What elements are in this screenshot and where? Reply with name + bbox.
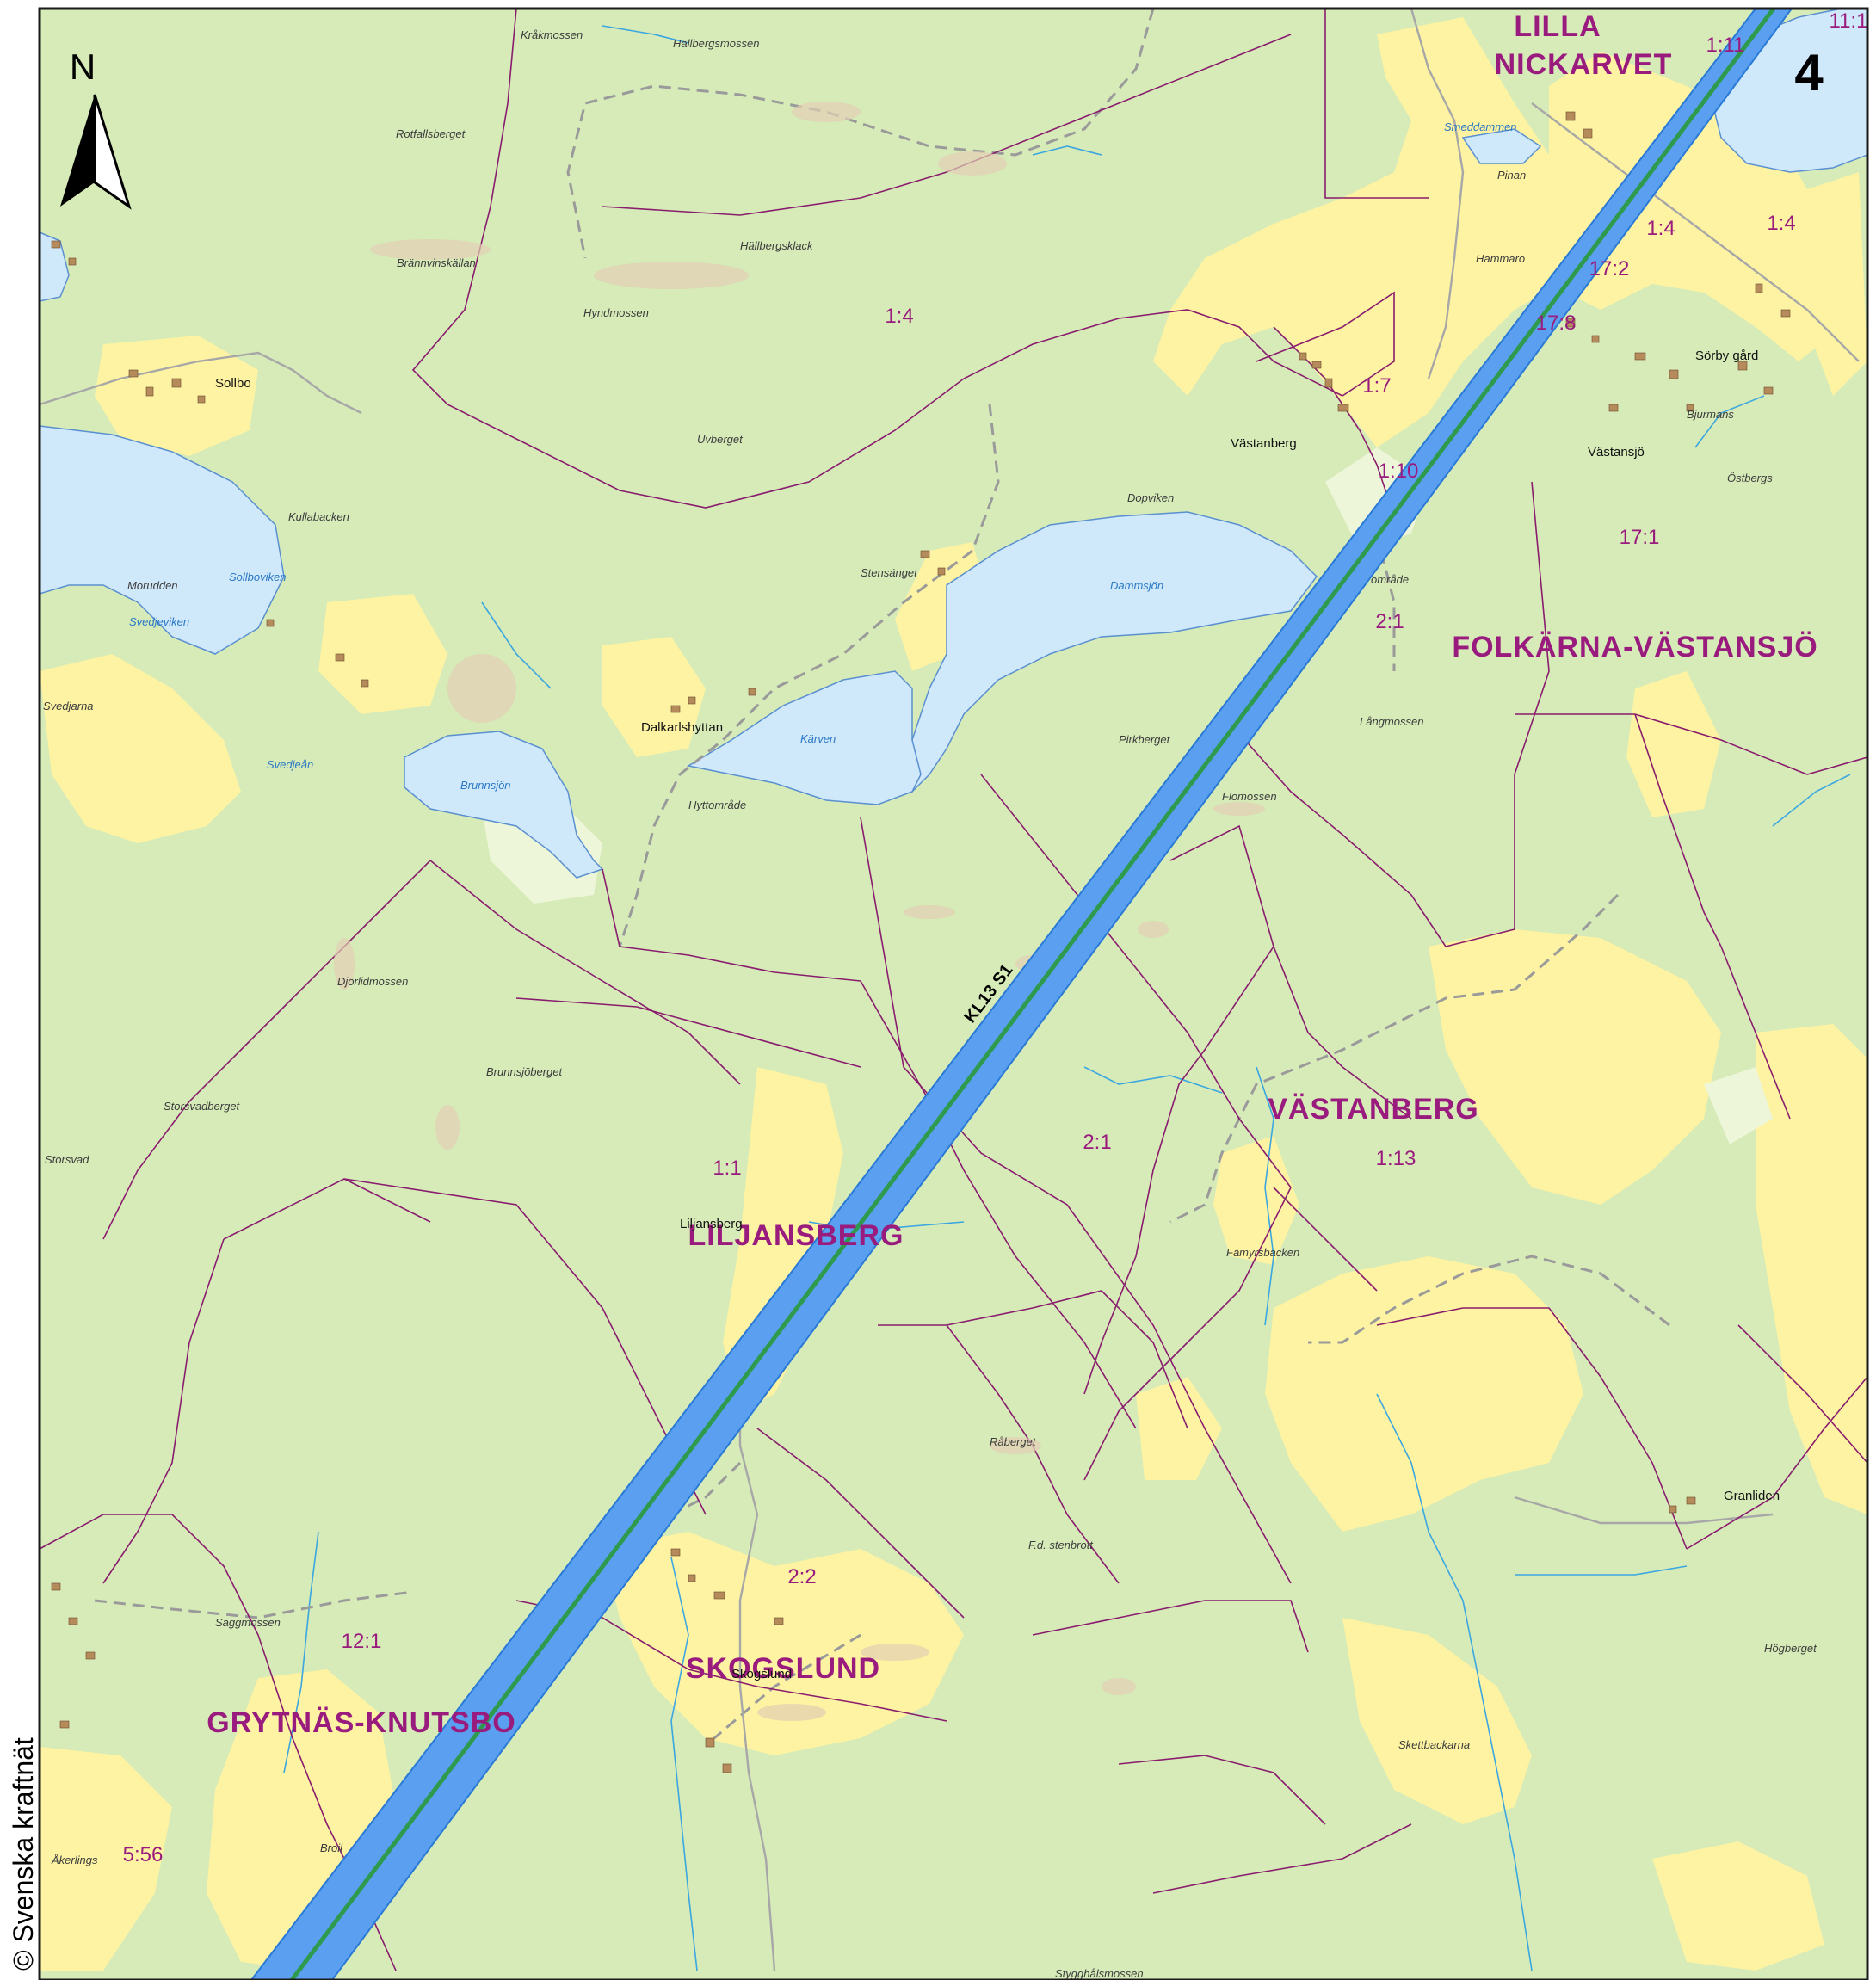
parcel-id: 17:1	[1620, 526, 1660, 549]
place-name: Pinan	[1497, 169, 1526, 182]
parcel-id: 1:4	[1646, 217, 1675, 240]
water-bodies	[39, 8, 1868, 879]
parcel-id: 1:4	[885, 305, 913, 328]
village-name: Liljansberg	[680, 1217, 743, 1231]
parcel-id: 17:8	[1536, 311, 1577, 335]
parcel-id: 1:4	[1767, 212, 1795, 235]
place-name: Rotfallsberget	[396, 127, 466, 140]
place-name: område	[1371, 573, 1409, 586]
place-name: Stygghålsmossen	[1055, 1967, 1144, 1980]
region-label: LILJANSBERG	[688, 1219, 904, 1252]
place-name: Kråkmossen	[521, 28, 583, 41]
place-name: Hyndmossen	[583, 306, 649, 319]
parcel-id: 1:13	[1376, 1147, 1416, 1170]
village-name: Västanberg	[1231, 436, 1297, 451]
power-line-centerline	[290, 7, 1775, 1980]
place-name: Storsvad	[45, 1153, 89, 1166]
place-name: Råberget	[990, 1435, 1037, 1448]
place-name: Svedjarna	[43, 700, 94, 712]
place-name: Kullabacken	[288, 510, 349, 523]
place-name: Broil	[320, 1841, 343, 1854]
parcel-id: 17:2	[1589, 257, 1630, 281]
place-name: Saggmossen	[215, 1616, 281, 1629]
water-name: Dammsjön	[1110, 579, 1163, 592]
place-name: Morudden	[127, 579, 178, 592]
water-name: Sollboviken	[229, 571, 287, 583]
parcel-id: 11:1	[1830, 9, 1868, 33]
place-name: Storsvadberget	[164, 1100, 241, 1113]
region-label: SKOGSLUND	[686, 1652, 880, 1685]
water-name: Svedjeviken	[129, 615, 189, 628]
place-name: Högberget	[1764, 1642, 1817, 1655]
map-frame	[38, 7, 1869, 1980]
place-name: F.d. stenbrott	[1028, 1539, 1094, 1551]
place-name: Långmossen	[1360, 715, 1423, 728]
fields	[40, 17, 1867, 1971]
place-name: Östbergs	[1727, 472, 1773, 484]
region-label: NICKARVET	[1495, 48, 1673, 81]
parcel-id: 1:7	[1362, 374, 1391, 398]
region-label: GRYTNÄS-KNUTSBO	[207, 1706, 515, 1739]
parcel-id: 1:10	[1379, 460, 1419, 483]
village-name: Skogslund	[731, 1667, 792, 1681]
lake-sollbo	[39, 425, 285, 655]
place-name: Åkerlings	[51, 1854, 98, 1866]
place-name: Brännvinskällan	[397, 256, 476, 269]
buildings	[51, 111, 1791, 1773]
pond-smeddammen	[1461, 128, 1542, 164]
parcel-id: 2:1	[1375, 610, 1404, 633]
place-name: Hällbergsklack	[740, 239, 814, 252]
region-label: LILLA	[1514, 10, 1601, 43]
parcel-id: 2:2	[787, 1565, 816, 1588]
map-number: 4	[1794, 44, 1824, 102]
water-name: Svedjeån	[267, 758, 313, 771]
main-roads	[39, 8, 1860, 1971]
place-name: Flomossen	[1222, 790, 1277, 803]
village-name: Västansjö	[1588, 445, 1645, 460]
place-name: Hyttområde	[688, 799, 746, 811]
lake-karven	[686, 670, 922, 805]
parcel-id: 5:56	[123, 1843, 164, 1866]
map-area	[39, 7, 1868, 1980]
village-name: Granliden	[1724, 1489, 1780, 1503]
village-name: Sörby gård	[1695, 349, 1758, 363]
parcel-id: 12:1	[342, 1630, 382, 1653]
place-name: Pirkberget	[1119, 733, 1171, 746]
place-name: Skettbackarna	[1398, 1738, 1470, 1751]
place-name: Hällbergsmossen	[673, 37, 759, 50]
water-name: Brunnsjön	[460, 779, 511, 792]
labels: LILLA NICKARVET FOLKÄRNA-VÄSTANSJÖ VÄSTANBE…	[43, 9, 1867, 1980]
place-name: Bjurmans	[1687, 408, 1734, 421]
place-name: Brunnsjöberget	[486, 1065, 564, 1078]
place-name: Uvberget	[697, 433, 744, 446]
place-name: Stensänget	[861, 566, 918, 579]
north-label: N	[70, 46, 96, 87]
place-name: Hammaro	[1476, 252, 1525, 265]
place-name: Fämyrsbacken	[1226, 1246, 1299, 1259]
water-name: Kärven	[800, 732, 836, 745]
copyright-notice: © Svenska kraftnät	[8, 1737, 39, 1971]
village-name: Dalkarlshyttan	[641, 720, 723, 735]
streams	[283, 25, 1851, 1971]
place-name: Dopviken	[1127, 491, 1174, 504]
village-name: Sollbo	[215, 376, 251, 391]
parcel-id: 1:11	[1706, 34, 1745, 57]
water-name: Smeddammen	[1444, 120, 1517, 133]
parcel-id: 1:1	[713, 1157, 741, 1180]
lake-dammsjon	[894, 511, 1318, 793]
place-name: Djörlidmossen	[337, 975, 408, 988]
region-label: VÄSTANBERG	[1268, 1093, 1479, 1126]
region-label: FOLKÄRNA-VÄSTANSJÖ	[1452, 631, 1817, 663]
parcel-id: 2:1	[1083, 1131, 1111, 1154]
north-arrow-icon: N	[60, 46, 132, 210]
